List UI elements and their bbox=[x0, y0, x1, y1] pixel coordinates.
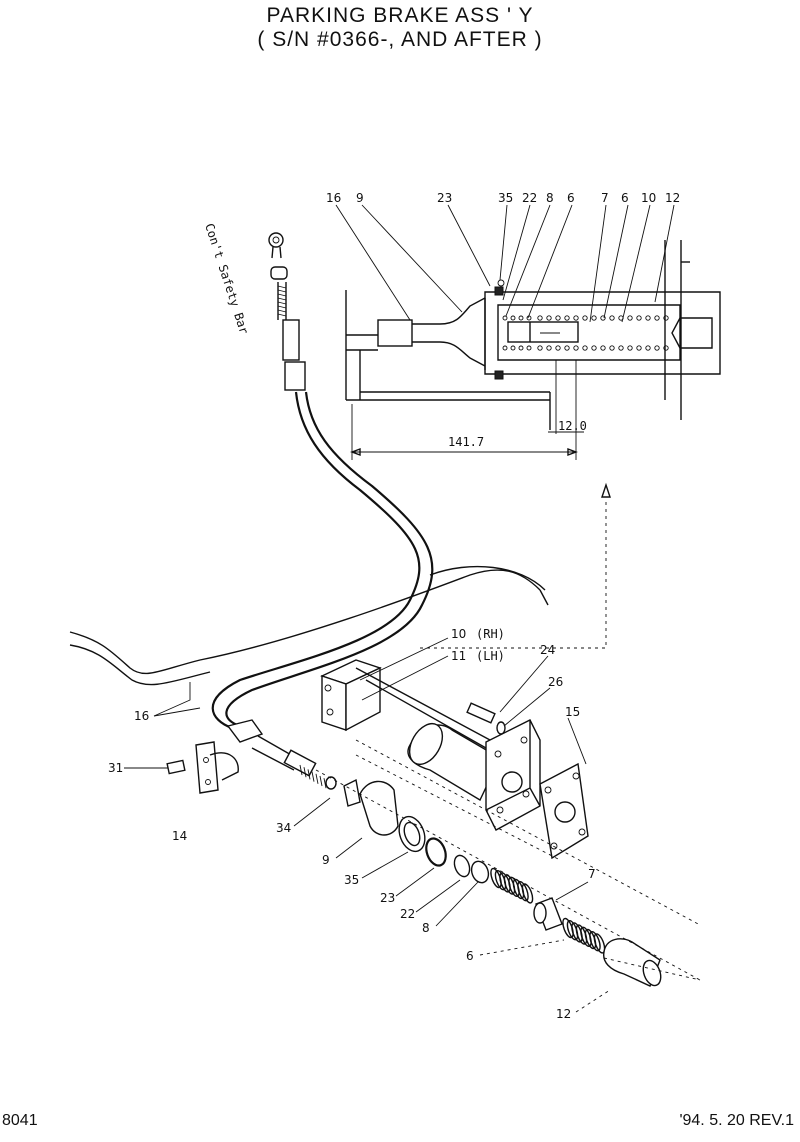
callout-35-lower: 35 bbox=[344, 873, 359, 887]
callout-23-lower: 23 bbox=[380, 891, 395, 905]
callout-12: 12 bbox=[665, 191, 680, 205]
callout-26: 26 bbox=[548, 675, 563, 689]
revision-date: '94. 5. 20 REV.1 bbox=[679, 1112, 794, 1129]
callout-6b: 6 bbox=[621, 191, 629, 205]
callout-16: 16 bbox=[326, 191, 341, 205]
callout-16-lower: 16 bbox=[134, 709, 149, 723]
callout-22: 22 bbox=[522, 191, 537, 205]
callout-31: 31 bbox=[108, 761, 123, 775]
section-view: 141.7 12.0 16 9 23 35 22 8 6 7 6 10 12 bbox=[326, 191, 721, 460]
callout-9: 9 bbox=[356, 191, 364, 205]
frame-outline bbox=[69, 565, 549, 686]
callout-14: 14 bbox=[172, 829, 187, 843]
page-title: PARKING BRAKE ASS ' Y bbox=[266, 4, 534, 27]
callout-22-lower: 22 bbox=[400, 907, 415, 921]
callout-7: 7 bbox=[601, 191, 609, 205]
callout-8: 8 bbox=[546, 191, 554, 205]
callout-11: 11 bbox=[451, 649, 466, 663]
callout-35: 35 bbox=[498, 191, 513, 205]
callout-6: 6 bbox=[567, 191, 575, 205]
exploded-assembly: 16 31 14 34 9 35 23 22 8 6 12 7 15 24 26… bbox=[108, 482, 701, 1021]
callout-7-lower: 7 bbox=[588, 867, 596, 881]
dimension-stroke: 12.0 bbox=[558, 419, 587, 433]
callout-12-lower: 12 bbox=[556, 1007, 571, 1021]
brake-cable bbox=[211, 232, 434, 789]
callout-9-lower: 9 bbox=[322, 853, 330, 867]
callout-10-lower: 10 bbox=[451, 627, 466, 641]
callout-24: 24 bbox=[540, 643, 555, 657]
page-subtitle: ( S/N #0366-, AND AFTER ) bbox=[257, 28, 543, 51]
callout-34: 34 bbox=[276, 821, 291, 835]
side-note: Con't Safety Bar bbox=[202, 222, 251, 336]
callout-6-lower: 6 bbox=[466, 949, 474, 963]
callout-8-lower: 8 bbox=[422, 921, 430, 935]
dimension-overall: 141.7 bbox=[448, 435, 484, 449]
callout-10-side: (RH) bbox=[476, 627, 505, 641]
callout-15: 15 bbox=[565, 705, 580, 719]
callout-10: 10 bbox=[641, 191, 656, 205]
callout-23: 23 bbox=[437, 191, 452, 205]
document-number: 8041 bbox=[2, 1112, 38, 1129]
callout-11-side: (LH) bbox=[476, 649, 505, 663]
